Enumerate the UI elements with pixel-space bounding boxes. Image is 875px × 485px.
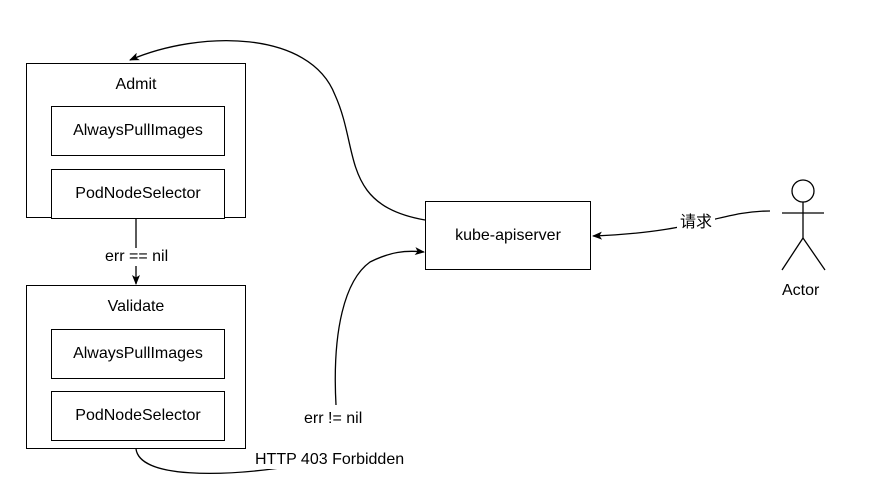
validate-title: Validate <box>107 298 165 315</box>
admit-title: Admit <box>115 76 157 93</box>
validate-plugin-pod-node-selector: PodNodeSelector <box>51 391 225 441</box>
edge-apiserver-to-admit <box>129 40 426 221</box>
edge-label-err-not-nil: err != nil <box>302 410 365 428</box>
actor-label: Actor <box>782 282 820 300</box>
edge-label-request: 请求 <box>677 214 716 232</box>
admit-box: Admit AlwaysPullImages PodNodeSelector <box>26 63 246 219</box>
edge-label-err-nil: err == nil <box>103 248 171 266</box>
validate-box: Validate AlwaysPullImages PodNodeSelecto… <box>26 285 246 449</box>
edge-validate-to-forbidden <box>135 448 301 474</box>
admit-plugin-pod-node-selector: PodNodeSelector <box>51 169 225 219</box>
validate-plugin-always-pull-images: AlwaysPullImages <box>51 329 225 379</box>
actor-figure-icon <box>781 179 826 271</box>
kube-apiserver-label: kube-apiserver <box>455 226 561 244</box>
edge-label-http-403-forbidden: HTTP 403 Forbidden <box>253 451 407 469</box>
admit-plugin-always-pull-images: AlwaysPullImages <box>51 106 225 156</box>
kube-apiserver-box: kube-apiserver <box>425 201 591 270</box>
edge-error-to-apiserver <box>334 247 425 406</box>
